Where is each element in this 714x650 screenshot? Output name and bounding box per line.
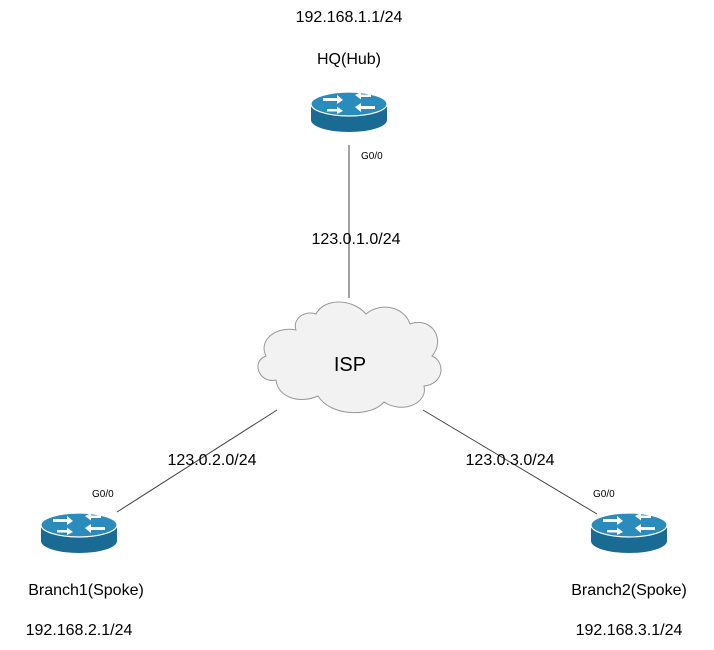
- branch1-lan-label: 192.168.2.1/24: [25, 622, 133, 639]
- link-isp-branch1: [116, 409, 278, 513]
- link-isp-branch2: [422, 409, 598, 515]
- hq-router-icon[interactable]: [310, 91, 388, 133]
- hq-wan-subnet-label: 123.0.1.0/24: [311, 231, 401, 248]
- branch2-interface-label: G0/0: [593, 489, 615, 500]
- hq-name-label: HQ(Hub): [316, 51, 382, 68]
- branch1-router-icon[interactable]: [40, 512, 118, 554]
- branch2-name-label: Branch2(Spoke): [571, 582, 687, 599]
- branch1-interface-label: G0/0: [92, 489, 114, 500]
- branch1-wan-subnet-label: 123.0.2.0/24: [167, 452, 257, 469]
- isp-cloud: [257, 301, 442, 414]
- hq-interface-label: G0/0: [361, 151, 383, 162]
- hq-lan-label: 192.168.1.1/24: [295, 9, 403, 26]
- branch1-name-label: Branch1(Spoke): [28, 582, 144, 599]
- branch2-lan-label: 192.168.3.1/24: [575, 622, 683, 639]
- branch2-router-icon[interactable]: [590, 512, 668, 554]
- isp-label: ISP: [333, 354, 367, 376]
- branch2-wan-subnet-label: 123.0.3.0/24: [465, 452, 555, 469]
